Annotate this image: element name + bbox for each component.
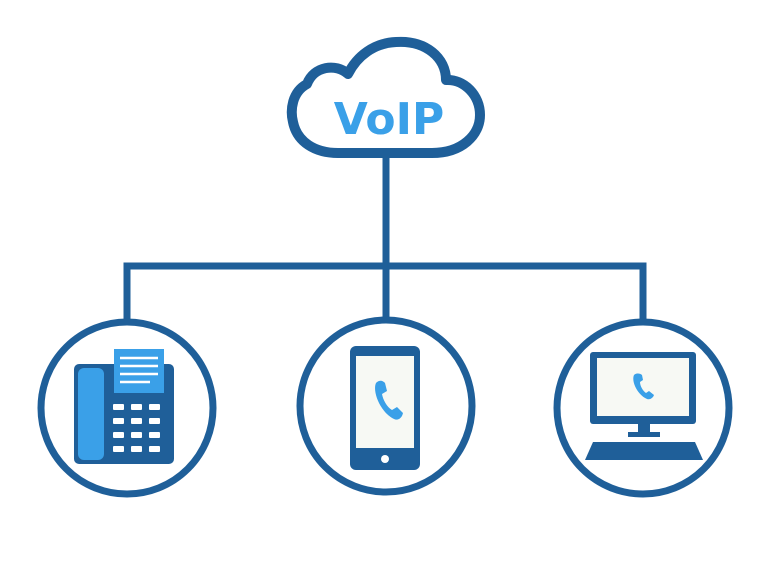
smartphone-icon — [350, 346, 420, 470]
device-smartphone — [296, 316, 476, 496]
desktop-computer-icon — [585, 352, 703, 460]
cloud-label: VoIP — [334, 94, 445, 145]
cloud-icon: VoIP — [286, 36, 485, 158]
desk-phone-icon — [74, 349, 174, 464]
phone-handset-icon — [633, 373, 654, 400]
device-desktop-computer — [553, 318, 733, 498]
phone-handset-icon — [375, 380, 403, 420]
device-desk-phone — [37, 318, 217, 498]
connector-lines — [123, 151, 647, 324]
